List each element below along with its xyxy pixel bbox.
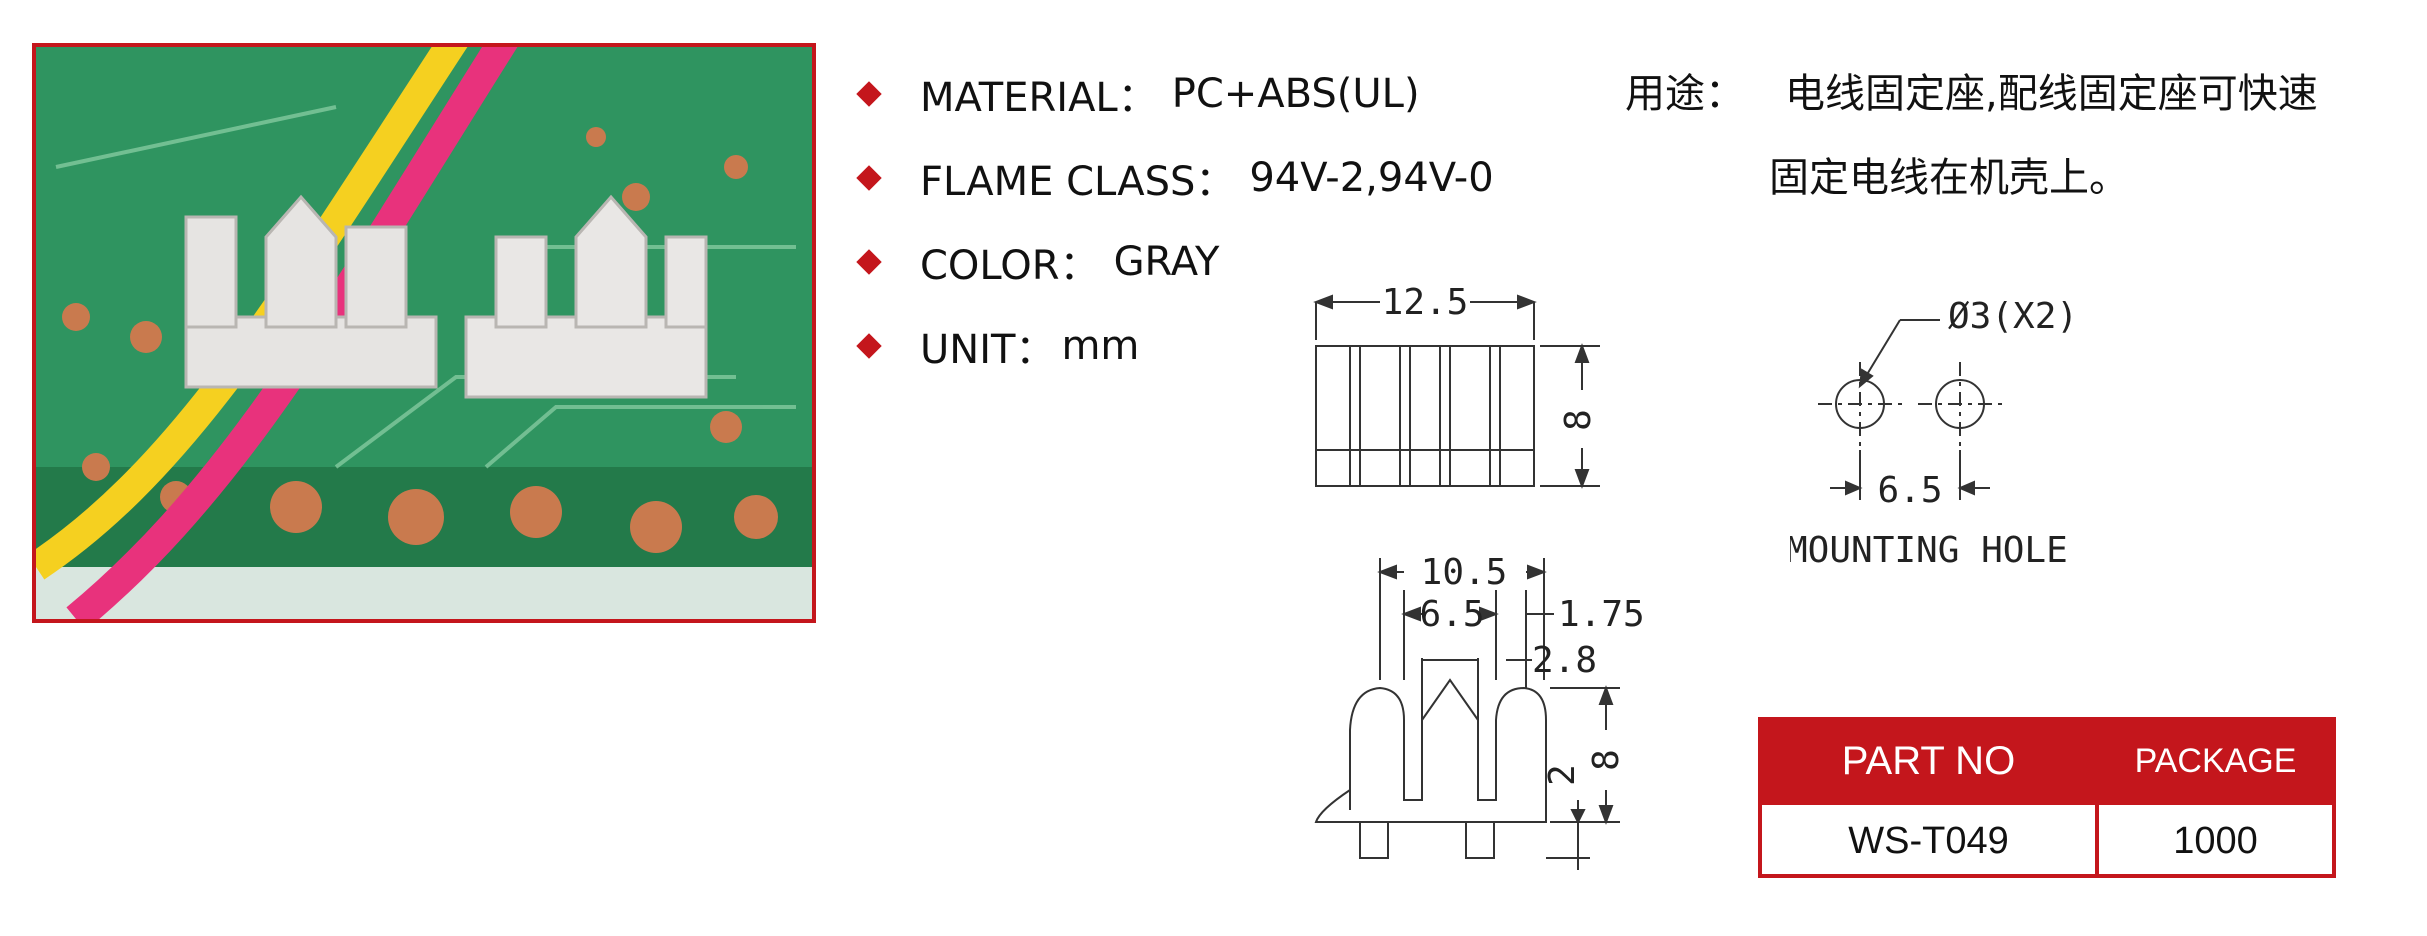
spec-flame-class: FLAME CLASS： 94V-2,94V-0 — [856, 136, 1578, 220]
header-package: PACKAGE — [2134, 741, 2297, 780]
spec-value: 94V-2,94V-0 — [1249, 155, 1494, 201]
mounting-hole-spacing: 6.5 — [1877, 470, 1942, 511]
top-view — [1313, 294, 1600, 489]
diamond-bullet-icon — [856, 333, 882, 359]
table-divider — [2095, 801, 2099, 878]
dim-side-height: 8 — [1586, 749, 1627, 771]
spec-unit: UNIT： mm — [856, 304, 1578, 388]
dim-side-inner: 6.5 — [1419, 594, 1484, 635]
dim-side-wall: 1.75 — [1558, 594, 1645, 635]
spec-value: mm — [1061, 323, 1140, 369]
side-view — [1314, 558, 1620, 870]
product-photo-illustration — [36, 47, 812, 619]
dim-side-slot: 2.8 — [1532, 640, 1597, 681]
table-divider — [1762, 801, 2332, 805]
spec-list: MATERIAL： PC+ABS(UL) FLAME CLASS： 94V-2,… — [856, 52, 1578, 388]
spec-material: MATERIAL： PC+ABS(UL) — [856, 52, 1578, 136]
dim-top-width: 12.5 — [1382, 282, 1469, 323]
spec-color: COLOR： GRAY — [856, 220, 1578, 304]
mounting-hole-label: Ø3(X2) — [1948, 296, 2078, 337]
dim-side-width: 10.5 — [1421, 552, 1508, 593]
spec-value: PC+ABS(UL) — [1171, 71, 1420, 117]
dim-side-pin: 2 — [1542, 764, 1583, 786]
usage-text-line: 固定电线在机壳上。 — [1769, 155, 2129, 201]
spec-label: UNIT： — [920, 327, 1056, 373]
mounting-hole-caption: MOUNTING HOLE — [1790, 530, 2068, 571]
diamond-bullet-icon — [856, 249, 882, 275]
spec-label: FLAME CLASS： — [920, 159, 1236, 205]
spec-label: COLOR： — [920, 243, 1100, 289]
part-number-table: PART NO PACKAGE WS-T049 1000 — [1758, 717, 2336, 878]
cell-part-no: WS-T049 — [1848, 820, 2009, 862]
cell-package: 1000 — [2173, 820, 2258, 862]
spec-value: GRAY — [1113, 239, 1220, 285]
spec-label: MATERIAL： — [920, 75, 1158, 121]
diamond-bullet-icon — [856, 165, 882, 191]
dim-top-height: 8 — [1558, 409, 1599, 431]
table-header — [1762, 721, 2332, 801]
usage-text: 电线固定座,配线固定座可快速 固定电线在机壳上。 — [1769, 52, 2405, 220]
mounting-hole-diagram: Ø3(X2) 6.5 MOUNTING HOLE — [1790, 296, 2078, 571]
usage-text-line: 电线固定座,配线固定座可快速 — [1785, 71, 2318, 117]
diamond-bullet-icon — [856, 81, 882, 107]
usage-label: 用途： — [1625, 71, 1745, 117]
product-photo — [32, 43, 816, 623]
dimension-drawing: 12.5 8 10.5 6.5 1.75 2.8 8 2 — [1313, 282, 1645, 870]
header-part-no: PART NO — [1841, 738, 2016, 783]
